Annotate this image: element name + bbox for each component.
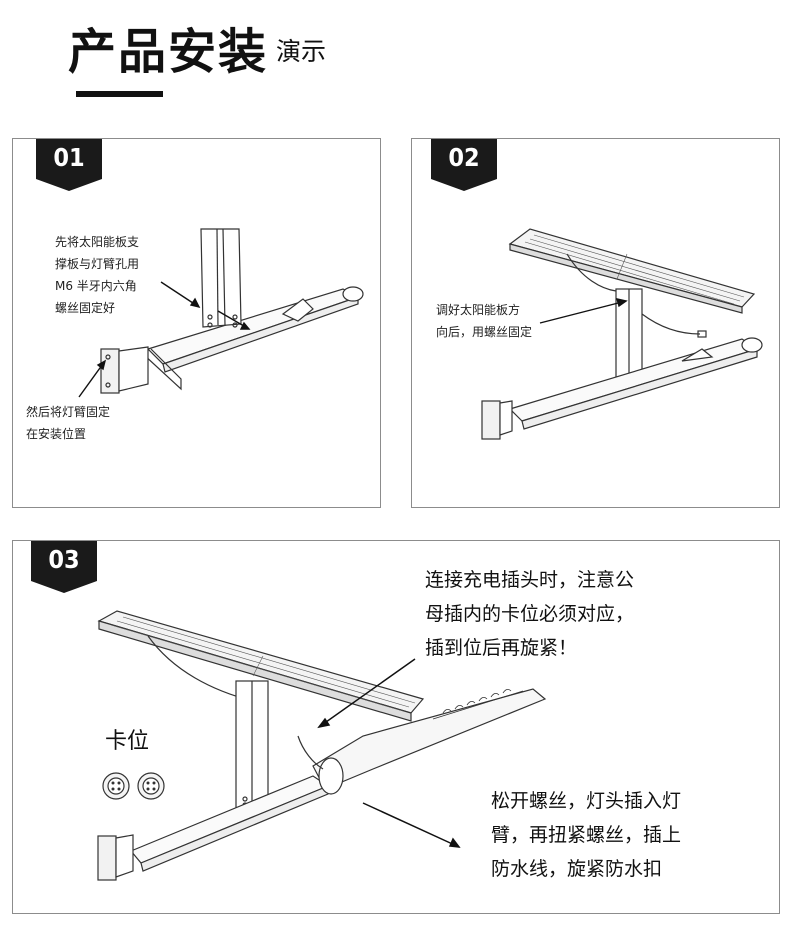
note-line: 松开螺丝，灯头插入灯	[491, 790, 682, 812]
note-line: 调好太阳能板方	[436, 303, 521, 317]
connector-label: 卡位	[105, 729, 150, 754]
step-01-note-2: 然后将灯臂固定 在安装位置	[26, 401, 110, 445]
note-line: 然后将灯臂固定	[26, 405, 111, 419]
step-01-note-1: 先将太阳能板支 撑板与灯臂孔用 M6 半牙内六角 螺丝固定好	[55, 231, 139, 319]
step-03-panel: 03	[12, 540, 780, 914]
note-line: 母插内的卡位必须对应，	[425, 603, 635, 625]
step-02-number: 02	[448, 143, 480, 172]
step-03-badge: 03	[31, 541, 97, 593]
step-02-badge: 02	[431, 139, 497, 191]
note-line: 插到位后再旋紧！	[425, 637, 578, 659]
step-01-number: 01	[53, 143, 85, 172]
page-subtitle: 演示	[276, 37, 327, 66]
note-line: 先将太阳能板支	[55, 235, 140, 249]
note-line: 撑板与灯臂孔用	[55, 257, 140, 271]
note-line: 臂，再扭紧螺丝，插上	[491, 824, 682, 846]
step-03-number: 03	[48, 545, 80, 574]
note-line: M6 半牙内六角	[55, 279, 137, 293]
step-03-note-1: 连接充电插头时，注意公 母插内的卡位必须对应， 插到位后再旋紧！	[425, 563, 634, 665]
title-underline	[76, 91, 163, 97]
step-01-illustration	[78, 228, 364, 398]
note-line: 防水线，旋紧防水扣	[491, 858, 663, 880]
step-03-note-2: 松开螺丝，灯头插入灯 臂，再扭紧螺丝，插上 防水线，旋紧防水扣	[491, 784, 681, 886]
note-line: 连接充电插头时，注意公	[425, 569, 635, 591]
step-02-note-1: 调好太阳能板方 向后，用螺丝固定	[436, 299, 532, 343]
step-01-badge: 01	[36, 139, 102, 191]
step-02-illustration	[481, 228, 763, 440]
note-line: 螺丝固定好	[55, 301, 116, 315]
page-title: 产品安装	[68, 24, 269, 80]
step-01-panel: 01 先将太阳能板支	[12, 138, 381, 508]
note-line: 向后，用螺丝固定	[436, 325, 533, 339]
step-02-panel: 02	[411, 138, 780, 508]
note-line: 在安装位置	[26, 427, 87, 441]
step-03-illustration	[97, 610, 547, 881]
